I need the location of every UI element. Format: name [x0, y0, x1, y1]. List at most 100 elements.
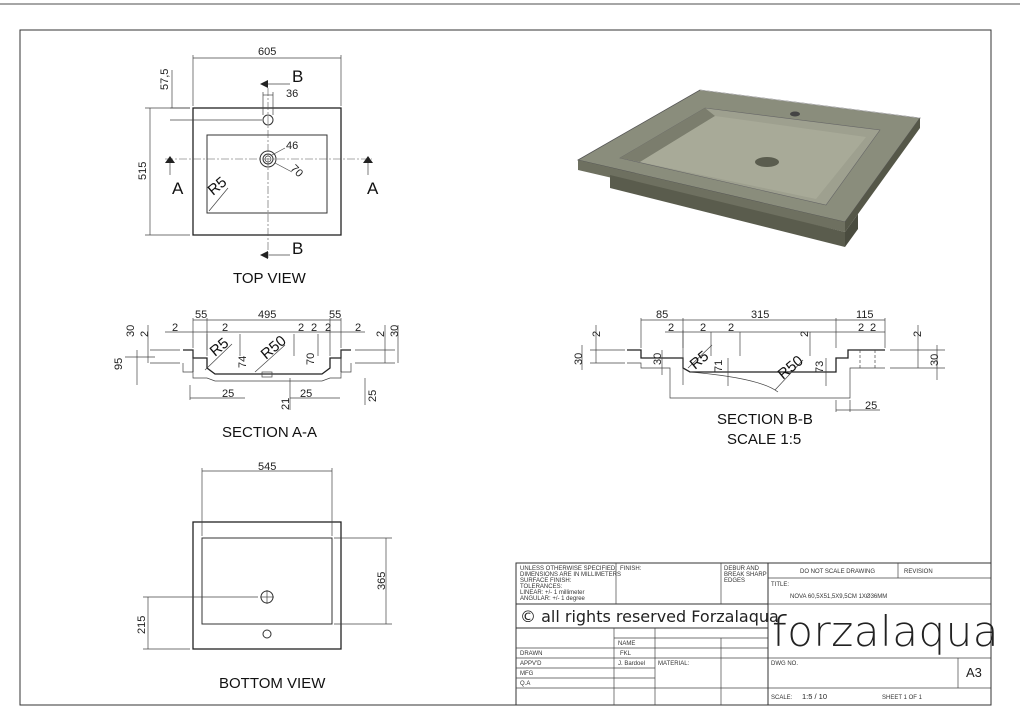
- sheet-count: SHEET 1 OF 1: [882, 695, 923, 701]
- bb-w315: 315: [751, 309, 769, 321]
- bb-w115: 115: [856, 309, 874, 321]
- tolerance-line-2: DIMENSIONS ARE IN MILLIMETERS: [520, 572, 621, 578]
- dim-515: 515: [137, 162, 149, 180]
- finish-label: FINISH:: [620, 566, 642, 572]
- aa-t2a: 2: [172, 322, 178, 334]
- bb-h30-left: 30: [573, 353, 585, 365]
- aa-dim-495: 495: [258, 309, 276, 321]
- aa-r5: R5: [207, 335, 233, 360]
- aa-s2-right: 2: [375, 331, 387, 337]
- bb-r50: R50: [775, 352, 807, 383]
- mfg-label: MFG: [520, 671, 534, 677]
- aa-t2f: 2: [355, 322, 361, 334]
- aa-b21: 21: [280, 398, 292, 410]
- aa-h30-left: 30: [125, 325, 137, 337]
- drawing-frame: [19, 29, 992, 706]
- bb-s2-right: 2: [912, 331, 924, 337]
- bb-t2c: 2: [728, 322, 734, 334]
- bottom-dim-365: 365: [376, 572, 388, 590]
- bb-t2b: 2: [700, 322, 706, 334]
- isometric-view: [576, 89, 921, 247]
- aa-r50: R50: [258, 332, 290, 363]
- deburr-line-2: BREAK SHARP: [724, 572, 767, 578]
- qa-label: Q.A: [520, 681, 530, 687]
- bottom-view-label: BOTTOM VIEW: [219, 675, 326, 692]
- title-label: TITLE:: [771, 582, 789, 588]
- drawn-by: FKL: [620, 651, 632, 657]
- cut-a-left: A: [172, 179, 184, 198]
- tolerance-line-5: LINEAR: +/- 1 millimeter: [520, 590, 585, 596]
- bb-t2d: 2: [858, 322, 864, 334]
- bottom-view-recess: [201, 537, 333, 625]
- section-b-b: 85 315 115 2 2 2 2 2 2 2 30 30 2 30 R5 R…: [573, 309, 945, 448]
- bb-b25: 25: [865, 400, 877, 412]
- sheet-size: A3: [966, 665, 982, 680]
- section-b-b-label: SECTION B-B: [717, 411, 813, 428]
- aa-h70: 70: [305, 353, 317, 365]
- iso-tap-hole: [790, 111, 800, 117]
- dwg-no-label: DWG NO.: [771, 661, 798, 667]
- tolerance-line-6: ANGULAR: +/- 1 degree: [520, 596, 586, 602]
- title-value: NOVA 60,5X51,5X9,5CM 1XØ36MM: [790, 594, 887, 600]
- bottom-dim-215: 215: [136, 616, 148, 634]
- brand-logo-text: forzalaqua: [772, 607, 999, 656]
- section-a-a: 55 495 55 2 2 2 2 2 2 30 2 95 2 30 R5 R5…: [113, 309, 401, 441]
- aa-s2-left: 2: [139, 331, 151, 337]
- bb-r5: R5: [687, 348, 713, 373]
- aa-b25b: 25: [300, 388, 312, 400]
- deburr-line-3: EDGES: [724, 578, 745, 584]
- top-view-label: TOP VIEW: [233, 270, 307, 287]
- iso-drain: [755, 157, 779, 167]
- top-view: 605 57,5 36 515 46 70 R5 A A B: [137, 46, 379, 287]
- tolerance-line-3: SURFACE FINISH:: [520, 578, 572, 584]
- bottom-dim-545: 545: [258, 461, 276, 473]
- rights-notice: © all rights reserved Forzalaqua: [520, 607, 779, 626]
- aa-h30-right: 30: [389, 325, 401, 337]
- dim-46: 46: [286, 140, 298, 152]
- bb-t2a: 2: [668, 322, 674, 334]
- bb-h73: 73: [814, 361, 826, 373]
- aa-h95: 95: [113, 358, 125, 370]
- aa-b25c: 25: [367, 390, 379, 402]
- bb-h30-right: 30: [929, 354, 941, 366]
- top-view-basin: [206, 134, 328, 214]
- aa-h74: 74: [237, 356, 249, 368]
- tolerance-line-4: TOLERANCES:: [520, 584, 563, 590]
- bb-w85: 85: [656, 309, 668, 321]
- aa-dim-55-right: 55: [329, 309, 341, 321]
- approved-label: APPV'D: [520, 661, 542, 667]
- revision-label: REVISION: [904, 569, 933, 575]
- scale-label: SCALE:: [771, 695, 793, 701]
- no-scale-note: DO NOT SCALE DRAWING: [800, 569, 875, 575]
- drawn-label: DRAWN: [520, 651, 542, 657]
- dim-r5-top: R5: [205, 174, 231, 199]
- bb-h71: 71: [713, 360, 725, 372]
- material-label: MATERIAL:: [658, 661, 690, 667]
- cut-b-top: B: [292, 67, 303, 86]
- bb-s2-mid: 2: [799, 331, 811, 337]
- dim-57-5: 57,5: [159, 69, 171, 90]
- bottom-tap-hole: [262, 629, 272, 639]
- cut-a-right: A: [367, 179, 379, 198]
- aa-t2b: 2: [222, 322, 228, 334]
- scale-note: SCALE 1:5: [727, 431, 801, 448]
- name-label: NAME: [618, 641, 635, 647]
- bb-t2e: 2: [870, 322, 876, 334]
- dim-36: 36: [286, 88, 298, 100]
- tolerance-line-1: UNLESS OTHERWISE SPECIFIED:: [520, 566, 617, 572]
- deburr-line-1: DEBUR AND: [724, 566, 760, 572]
- aa-t2e: 2: [325, 322, 331, 334]
- dim-70: 70: [288, 163, 305, 180]
- bb-s2-left: 2: [591, 331, 603, 337]
- aa-t2d: 2: [311, 322, 317, 334]
- aa-t2c: 2: [298, 322, 304, 334]
- section-a-a-label: SECTION A-A: [222, 424, 317, 441]
- dim-605: 605: [258, 46, 276, 58]
- tap-hole: [262, 114, 274, 126]
- title-block: UNLESS OTHERWISE SPECIFIED: DIMENSIONS A…: [515, 562, 999, 706]
- bottom-view: 545 365 215 BOTTOM VIEW: [136, 461, 392, 692]
- aa-dim-55-left: 55: [195, 309, 207, 321]
- approved-by: J. Bardoel: [618, 661, 645, 667]
